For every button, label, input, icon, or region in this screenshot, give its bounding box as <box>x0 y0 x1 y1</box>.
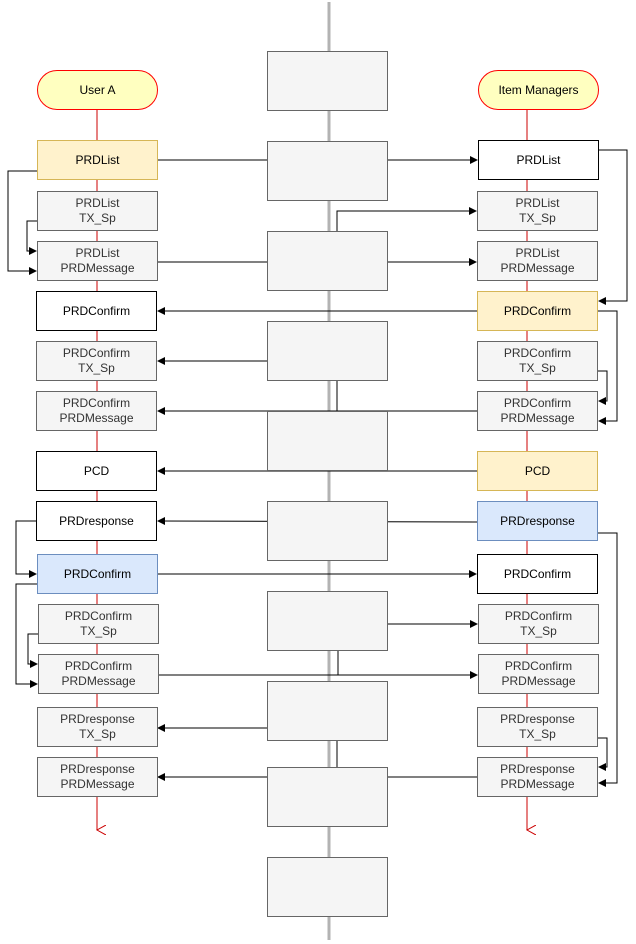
right-node-label: PRDMessage <box>500 777 575 791</box>
right-node-label: PRDConfirm <box>504 609 573 623</box>
left-node-label: TX_Sp <box>78 361 115 375</box>
connector-arrow <box>598 532 618 787</box>
left-node-label: PRDresponse <box>60 762 135 776</box>
right-node-label: PRDMessage <box>500 411 575 425</box>
left-node-label: PCD <box>83 463 110 478</box>
right-node-7: PCD <box>477 451 598 491</box>
left-node-label: PRDList <box>75 196 120 210</box>
left-node-label: TX_Sp <box>80 624 117 638</box>
actor-item-managers-label: Item Managers <box>498 82 579 97</box>
right-node-label: TX_Sp <box>519 211 556 225</box>
left-node-label: PRDConfirm <box>62 346 131 360</box>
connector-arrow <box>598 737 608 771</box>
middle-block <box>267 857 388 917</box>
right-node-label: TX_Sp <box>519 727 556 741</box>
middle-block <box>267 681 388 741</box>
middle-block <box>267 321 388 381</box>
actor-item-managers: Item Managers <box>478 70 599 110</box>
left-node-label: PRDresponse <box>59 513 134 528</box>
middle-block <box>267 141 388 201</box>
right-node-label: TX_Sp <box>519 361 556 375</box>
left-node-label: PRDConfirm <box>64 609 133 623</box>
right-node-label: PRDConfirm <box>503 396 572 410</box>
connector-arrow <box>7 170 37 275</box>
connector-arrow <box>15 520 37 578</box>
right-node-label: PRDList <box>515 246 560 260</box>
middle-block <box>267 591 388 651</box>
actor-user-a-label: User A <box>79 82 116 97</box>
left-node-label: PRDList <box>75 246 120 260</box>
middle-block <box>267 51 388 111</box>
middle-block <box>267 501 388 561</box>
left-node-label: PRDMessage <box>60 261 135 275</box>
right-node-1: PRDList <box>478 140 599 180</box>
left-node-label: PRDList <box>75 152 120 167</box>
right-node-label: PRDConfirm <box>504 659 573 673</box>
left-node-label: PRDresponse <box>60 712 135 726</box>
right-node-label: TX_Sp <box>520 624 557 638</box>
connector-arrow <box>598 370 608 405</box>
left-node-7: PCD <box>36 451 157 491</box>
middle-block <box>267 411 388 471</box>
connector-arrow <box>598 149 628 305</box>
right-node-label: PRDConfirm <box>503 303 572 318</box>
left-node-4: PRDConfirm <box>36 291 157 331</box>
right-node-label: PRDConfirm <box>503 566 572 581</box>
connector-arrow <box>598 310 618 425</box>
connector-arrow <box>26 220 37 255</box>
right-node-8: PRDresponse <box>477 501 598 541</box>
left-node-label: PRDConfirm <box>62 396 131 410</box>
right-node-label: PRDMessage <box>500 261 575 275</box>
left-node-label: PRDMessage <box>61 674 136 688</box>
left-node-1: PRDList <box>37 140 158 180</box>
actor-user-a: User A <box>37 70 158 110</box>
middle-block <box>267 767 388 827</box>
right-node-label: PCD <box>524 463 551 478</box>
left-node-label: TX_Sp <box>79 211 116 225</box>
right-node-label: PRDresponse <box>500 762 575 776</box>
left-node-label: TX_Sp <box>79 727 116 741</box>
right-node-label: PRDresponse <box>500 712 575 726</box>
connector-arrow <box>15 583 38 688</box>
right-node-label: PRDList <box>516 152 561 167</box>
left-node-label: PRDMessage <box>60 777 135 791</box>
left-node-label: PRDConfirm <box>62 303 131 318</box>
right-node-label: PRDList <box>515 196 560 210</box>
right-node-label: PRDMessage <box>501 674 576 688</box>
right-node-9: PRDConfirm <box>477 554 598 594</box>
middle-block <box>267 231 388 291</box>
right-node-4: PRDConfirm <box>477 291 598 331</box>
left-node-8: PRDresponse <box>36 501 157 541</box>
right-node-label: PRDresponse <box>500 513 575 528</box>
left-node-label: PRDConfirm <box>63 566 132 581</box>
left-node-label: PRDMessage <box>59 411 134 425</box>
right-node-label: PRDConfirm <box>503 346 572 360</box>
left-node-9: PRDConfirm <box>37 554 158 594</box>
left-node-label: PRDConfirm <box>64 659 133 673</box>
connector-arrow <box>27 633 38 668</box>
